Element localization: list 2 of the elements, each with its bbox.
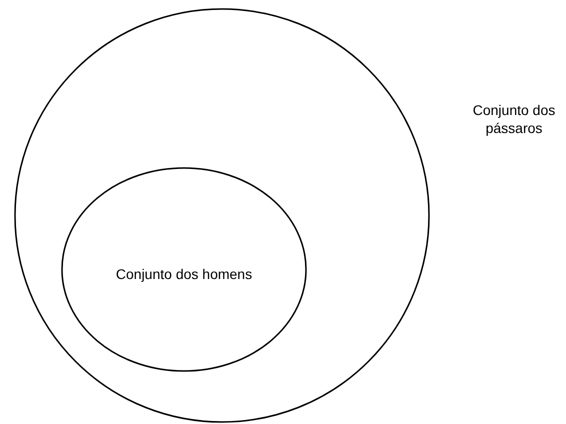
set-label: Conjunto dos pássaros bbox=[472, 101, 556, 138]
set-label: Conjunto dos homens bbox=[114, 265, 254, 284]
